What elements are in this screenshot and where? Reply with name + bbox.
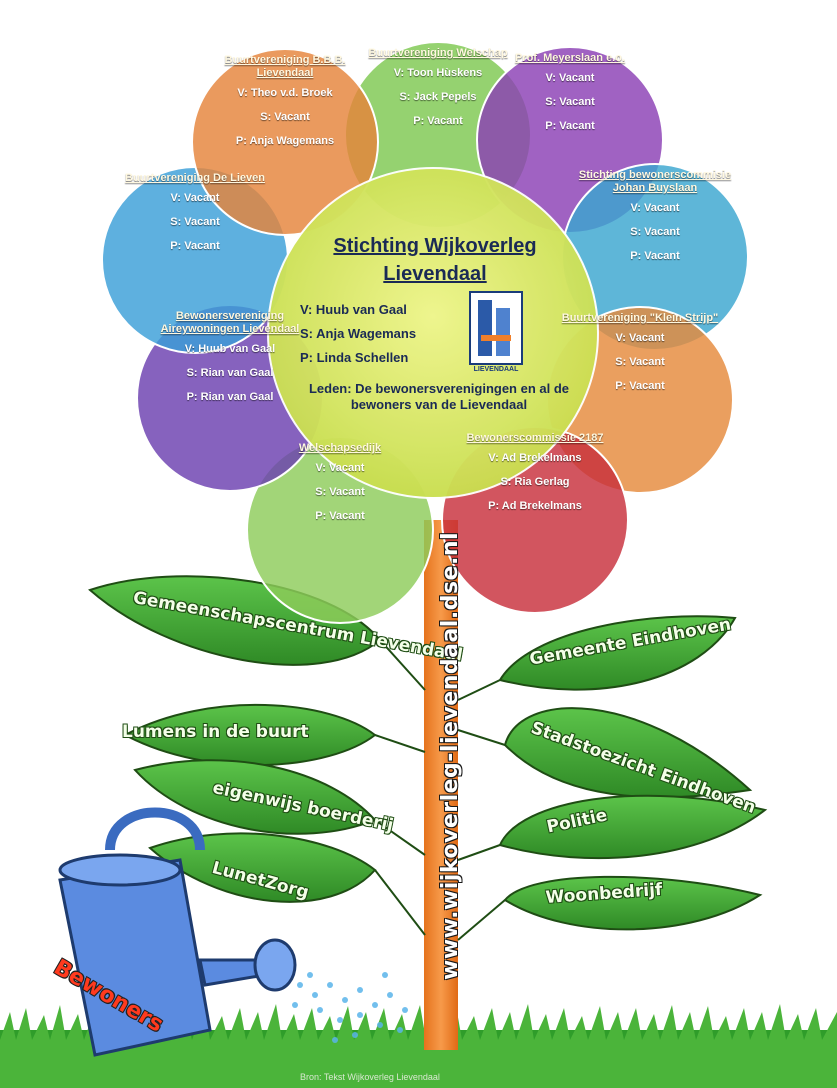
petal-role-s: S: Vacant xyxy=(615,356,665,368)
center-title-line2: Lievendaal xyxy=(383,263,487,285)
petal-role-v: V: Theo v.d. Broek xyxy=(237,87,333,99)
leaf-right-3 xyxy=(498,794,768,860)
stem-url: www.wijkoverleg-lievendaal.dse.nl xyxy=(438,531,463,980)
petal-role-v: V: Vacant xyxy=(315,462,365,474)
petal-role-v: V: Vacant xyxy=(615,332,665,344)
petal-role-p: P: Vacant xyxy=(630,250,680,262)
grass xyxy=(0,1004,837,1088)
center-secretary: S: Anja Wagemans xyxy=(300,326,417,341)
petal-role-v: V: Huub van Gaal xyxy=(184,343,276,355)
center-board: V: Huub van Gaal S: Anja Wagemans P: Lin… xyxy=(300,302,416,374)
petal-role-s: S: Vacant xyxy=(630,226,680,238)
petal-text-7: Bewonersvereniging Aireywoningen Lievend… xyxy=(145,310,315,414)
petal-text-8: Buurtvereniging De Lieven V: Vacant S: Vac… xyxy=(110,172,280,263)
leaf-right-1 xyxy=(498,615,737,691)
footer-credit: Bron: Tekst Wijkoverleg Lievendaal xyxy=(300,1072,440,1082)
petal-title: Welschapsedijk xyxy=(298,442,382,454)
logo-text: LIEVENDAAL xyxy=(473,366,519,373)
water-spray xyxy=(292,972,408,1043)
petal-title: Buurtvereniging Welschap xyxy=(368,47,508,59)
petal-role-s: S: Ria Gerlag xyxy=(500,476,570,488)
watering-can xyxy=(58,807,297,1057)
petal-role-p: P: Anja Wagemans xyxy=(235,135,335,147)
petal-role-p: P: Ad Brekelmans xyxy=(488,500,582,512)
petal-title: Stichting bewonerscommisie Johan Buyslaa… xyxy=(578,169,732,194)
petal-9 xyxy=(191,48,379,236)
petal-role-p: P: Rian van Gaal xyxy=(186,391,274,403)
petal-role-p: P: Vacant xyxy=(170,240,220,252)
petal-title: Bewonerscommissie 2187 xyxy=(466,432,604,444)
petal-role-s: S: Vacant xyxy=(260,111,310,123)
petal-role-s: S: Vacant xyxy=(170,216,220,228)
petal-role-p: P: Vacant xyxy=(615,380,665,392)
center-title-line1: Stichting Wijkoverleg xyxy=(333,235,537,257)
petal-text-6: Welschapsedijk V: Vacant S: Vacant P: Vacan… xyxy=(255,442,425,533)
petal-role-s: S: Vacant xyxy=(315,486,365,498)
petal-title: Prof. Meyerslaan e.o. xyxy=(514,52,626,64)
petal-role-p: P: Vacant xyxy=(315,510,365,522)
petal-role-v: V: Ad Brekelmans xyxy=(488,452,582,464)
center-members: Leden: De bewonersverenigingen en al de … xyxy=(308,381,570,412)
flower-stem xyxy=(424,520,458,1050)
petal-role-v: V: Vacant xyxy=(630,202,680,214)
petal-title: Buurtvereniging De Lieven xyxy=(125,172,265,184)
petal-role-v: V: Toon Hùskens xyxy=(393,67,483,79)
leaf-right-4 xyxy=(503,875,763,931)
logo xyxy=(469,291,523,365)
petal-role-v: V: Vacant xyxy=(545,72,595,84)
petal-title: Buurtvereniging B.B.B. Lievendaal xyxy=(224,54,346,79)
petal-title: Buurtvereniging "Klein Strijp" xyxy=(561,312,719,324)
center-chair: V: Huub van Gaal xyxy=(300,302,407,317)
right-leaves xyxy=(457,615,768,941)
petal-role-p: P: Vacant xyxy=(413,115,463,127)
leaf-right-2 xyxy=(503,707,753,799)
petal-role-v: V: Vacant xyxy=(170,192,220,204)
petal-text-9: Buurtvereniging B.B.B. Lievendaal V: Theo… xyxy=(200,54,370,158)
petal-role-s: S: Vacant xyxy=(545,96,595,108)
petal-role-p: P: Vacant xyxy=(545,120,595,132)
center-circle xyxy=(267,167,599,499)
petal-role-s: S: Jack Pepels xyxy=(399,91,477,103)
center-treasurer: P: Linda Schellen xyxy=(300,350,409,365)
leaf-label-left-2: Lumens in de buurt xyxy=(122,722,309,742)
petal-role-s: S: Rian van Gaal xyxy=(186,367,274,379)
petal-title: Bewonersvereniging Aireywoningen Lievend… xyxy=(160,310,300,335)
center-title: Stichting Wijkoverleg Lievendaal xyxy=(290,232,580,288)
petal-text-3: Stichting bewonerscommisie Johan Buyslaa… xyxy=(570,169,740,273)
